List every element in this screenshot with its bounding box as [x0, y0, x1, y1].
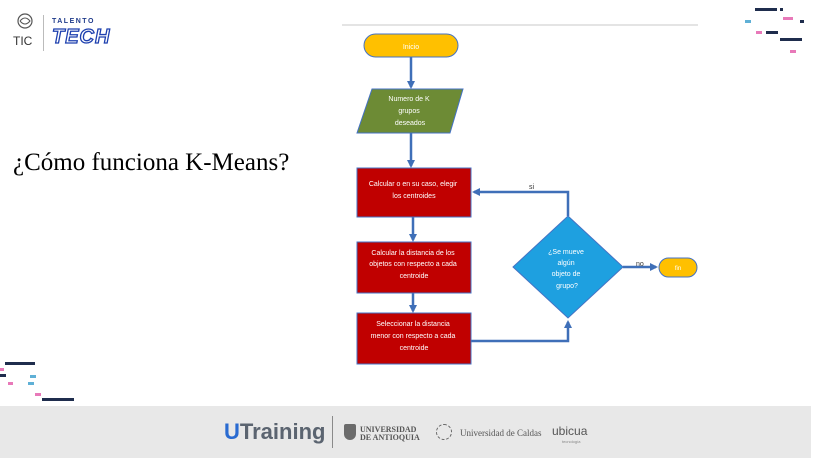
footer-divider [332, 416, 333, 448]
start-label: Inicio [403, 44, 419, 51]
input-parallelogram [356, 88, 464, 134]
ubicua-label: ubicua [552, 424, 588, 438]
slide-title: ¿Cómo funciona K-Means? [13, 149, 290, 176]
end-terminal [658, 257, 698, 278]
step1-line-2: los centroides [392, 193, 436, 200]
input-line-2: grupos [398, 108, 420, 115]
tic-logo: TIC [10, 12, 40, 54]
input-line-1: Numero de K [388, 96, 430, 103]
arrow-step3-to-decision [471, 320, 572, 343]
step3-line-3: centroide [400, 345, 429, 352]
tic-label: TIC [13, 34, 33, 48]
caldas-seal-icon [436, 424, 452, 440]
tech-logo: TECH [51, 25, 111, 48]
ubicua-sublabel: tecnología [562, 439, 581, 444]
logo-divider [43, 15, 44, 51]
start-terminal [363, 33, 459, 58]
caldas-label: Universidad de Caldas [460, 428, 542, 438]
udea-line-2: DE ANTIOQUIA [360, 433, 420, 442]
arrow-decision-yes [472, 188, 570, 216]
step1-line-1: Calcular o en su caso, elegir [369, 181, 458, 188]
step1-text: Calcular o en su caso, elegir los centro… [369, 181, 459, 200]
utraining-u: U [224, 419, 240, 444]
decision-line-1: ¿Se mueve [548, 249, 584, 256]
step2-line-3: centroide [400, 273, 429, 280]
no-branch-label: no [636, 261, 644, 268]
utraining-logo: UTraining [224, 419, 325, 445]
yes-branch-label: si [529, 184, 535, 191]
decision-line-4: grupo? [556, 283, 578, 290]
decision-line-2: algún [557, 260, 574, 267]
decision-text: ¿Se mueve algún objeto de grupo? [548, 249, 586, 290]
ubicua-logo: ubicua tecnología [552, 424, 588, 444]
udea-shield-icon [344, 424, 356, 440]
input-line-3: deseados [395, 120, 426, 127]
footer-bar [0, 406, 811, 458]
process-compute-distance [356, 241, 472, 294]
talento-label: TALENTO [52, 18, 95, 25]
utraining-text: Training [239, 419, 326, 444]
process-select-min-distance [356, 312, 472, 365]
decision-diamond [512, 215, 624, 319]
step3-text: Seleccionar la distancia menor con respe… [371, 321, 458, 352]
decor-dashes-top-right [745, 8, 804, 53]
step2-line-1: Calcular la distancia de los [371, 250, 455, 257]
input-text: Numero de K grupos deseados [388, 96, 431, 127]
process-choose-centroids [356, 167, 472, 218]
step2-text: Calcular la distancia de los objetos con… [369, 250, 459, 280]
colombia-emblem-icon [17, 13, 33, 29]
decor-dashes-left [0, 362, 74, 401]
end-label: fin [675, 266, 681, 272]
udea-line-1: UNIVERSIDAD [360, 425, 417, 434]
step3-line-2: menor con respecto a cada [371, 333, 456, 340]
step2-line-2: objetos con respecto a cada [369, 261, 457, 268]
step3-line-1: Seleccionar la distancia [376, 321, 450, 328]
decision-line-3: objeto de [552, 271, 581, 278]
